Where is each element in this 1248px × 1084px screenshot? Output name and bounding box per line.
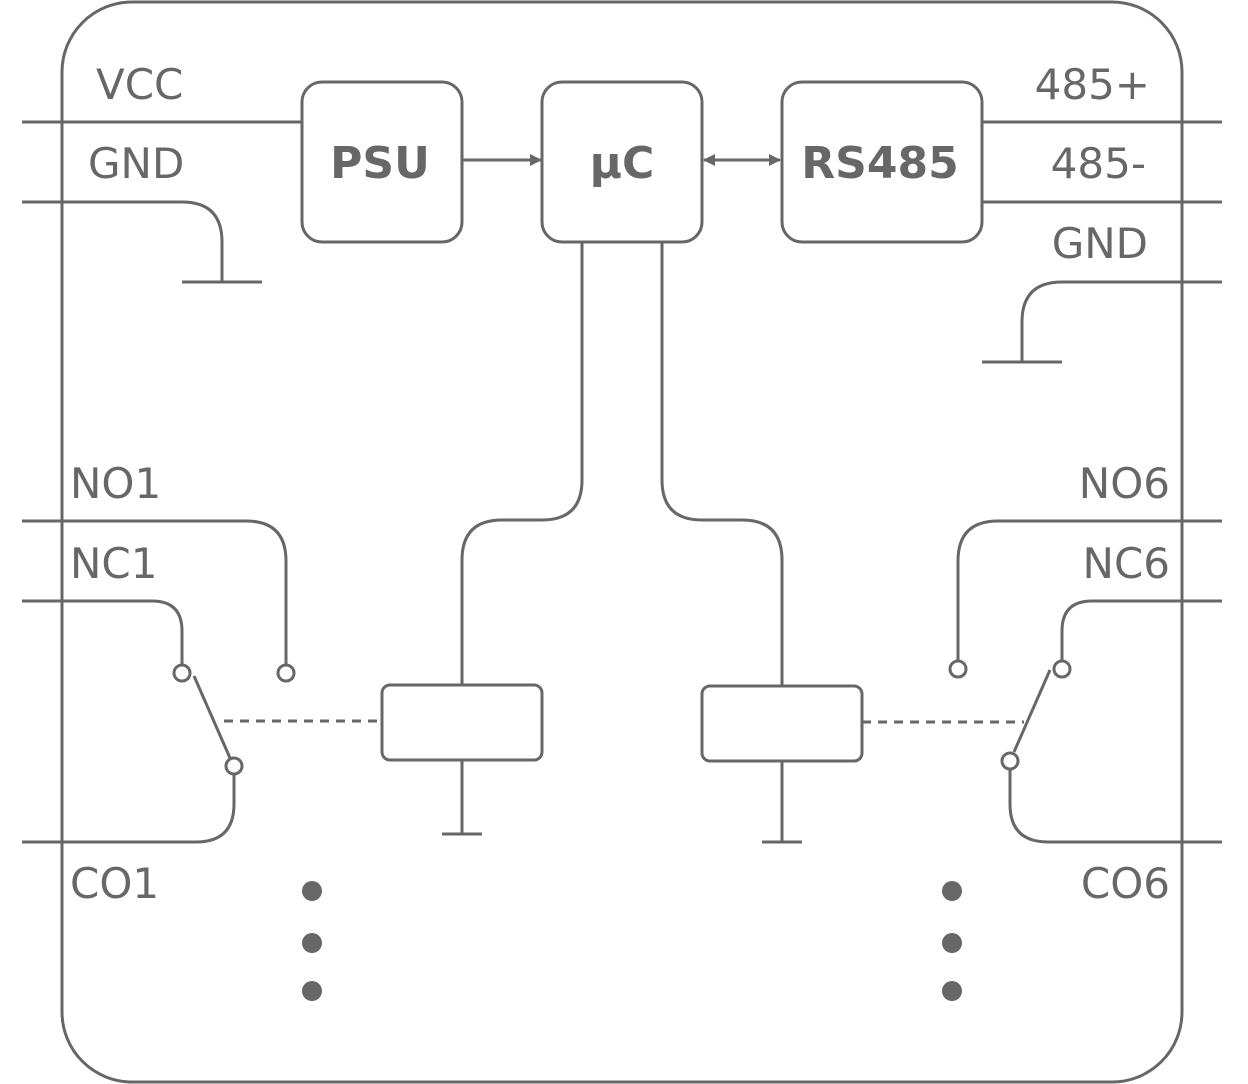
psu-block [300,80,464,244]
no6-label: NO6 [1079,459,1170,508]
no6-contact-terminal [948,659,968,679]
nc1-contact-terminal [172,663,192,683]
gnd-right-wire [1020,280,1222,362]
mcu-label: µC [590,138,655,189]
gnd-right-label: GND [1052,219,1148,268]
no1-label: NO1 [70,459,161,508]
co1-contact-terminal [224,756,244,776]
ellipsis-dot [942,981,962,1001]
rs485-label: RS485 [801,138,958,189]
co1-wire [22,774,236,844]
ellipsis-dot [302,933,322,953]
nc6-contact-terminal [1052,659,1072,679]
nc6-label: NC6 [1083,539,1170,588]
psu-label: PSU [330,138,430,189]
rs485-minus-label: 485- [1051,139,1146,188]
nc6-wire [1060,599,1222,661]
no6-wire [956,519,1222,661]
relay1-coil [380,683,544,762]
module-enclosure [60,0,1184,1084]
no1-contact-terminal [276,663,296,683]
mcu-to-coil6-wire [660,242,784,686]
co1-label: CO1 [70,859,159,908]
right-ellipsis [942,881,962,1001]
co6-contact-terminal [1000,751,1020,771]
nc1-wire [22,599,184,665]
relay1-switch-blade [192,675,232,759]
no1-wire [22,519,288,665]
rs485-block [780,80,984,244]
relay6-switch-blade [1012,669,1052,753]
co6-label: CO6 [1081,859,1170,908]
nc1-label: NC1 [70,539,157,588]
rs485-plus-label: 485+ [1035,60,1150,109]
ellipsis-dot [942,933,962,953]
relay6-coil [700,684,864,763]
ellipsis-dot [302,981,322,1001]
gnd-left-wire [22,200,224,282]
mcu-to-coil1-wire [460,242,584,685]
left-ellipsis [302,881,322,1001]
gnd-left-label: GND [88,139,184,188]
co6-wire [1008,769,1222,844]
ellipsis-dot [302,881,322,901]
mcu-block [540,80,704,244]
vcc-label: VCC [96,60,183,109]
ellipsis-dot [942,881,962,901]
